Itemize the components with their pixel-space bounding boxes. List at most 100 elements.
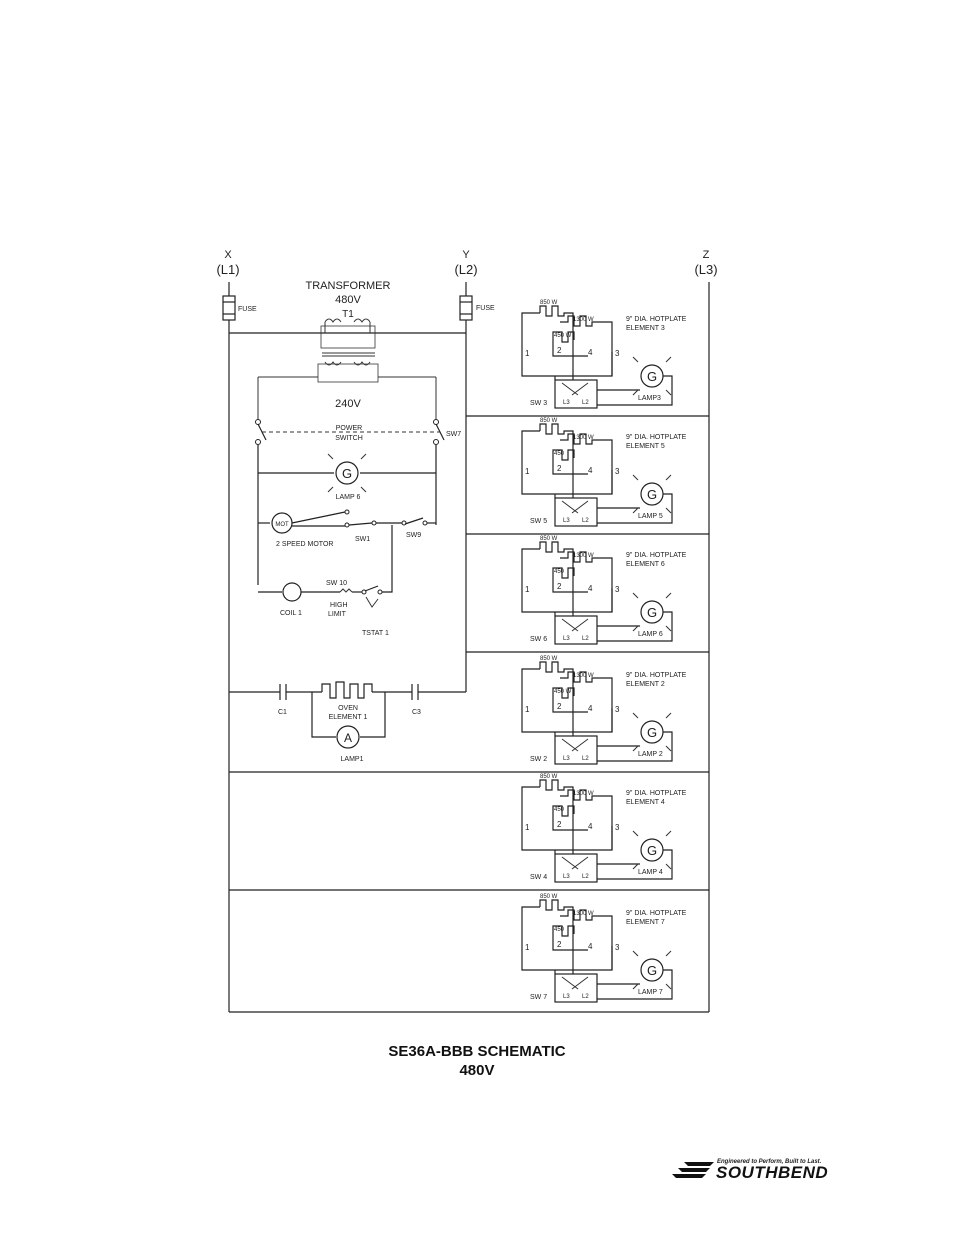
oven-lamp-label: LAMP1 — [341, 756, 364, 763]
hotplate-2-title: 9" DIA. HOTPLATE — [626, 434, 687, 441]
power-switch-label-1: POWER — [336, 425, 362, 432]
sw10-label: SW 10 — [326, 580, 347, 587]
oven-label-1: OVEN — [338, 705, 358, 712]
hotplate-5-t1: 1 — [525, 823, 530, 832]
hotplate-6-element: ELEMENT 7 — [626, 919, 665, 926]
schematic-title: SE36A-BBB SCHEMATIC — [388, 1043, 566, 1060]
hotplate-4-title: 9" DIA. HOTPLATE — [626, 672, 687, 679]
hotplate-3-sw: SW 6 — [530, 636, 547, 643]
oven-circuit: A C1 C3 OVEN ELEMENT 1 LAMP1 — [229, 681, 466, 763]
hotplate-5-l3: L3 — [563, 874, 570, 880]
hotplate-6-title: 9" DIA. HOTPLATE — [626, 910, 687, 917]
hotplate-5-t3: 3 — [615, 823, 620, 832]
hotplate-1-t4: 4 — [588, 348, 593, 357]
hotplate-3-w3: 450 — [554, 569, 565, 575]
hotplate-2-element: ELEMENT 5 — [626, 443, 665, 450]
hotplate-2-w3: 450 — [554, 451, 565, 457]
hotplate-1-w1: 850 W — [540, 300, 558, 306]
line-y-name: (L2) — [454, 262, 477, 277]
hotplate-4-t4: 4 — [588, 704, 593, 713]
hotplate-3-w2: 1300 W — [573, 553, 594, 559]
hotplate-1-element: ELEMENT 3 — [626, 325, 665, 332]
hotplate-1-t2: 2 — [557, 346, 562, 355]
hotplate-5-w1: 850 W — [540, 774, 558, 780]
fuse-x: FUSE — [222, 282, 257, 321]
hotplate-4-w3: 450 W — [554, 689, 572, 695]
hotplate-block-6: 850 W 1300 W 450 1 2 4 3 L3 L2 9" DIA. H… — [521, 894, 687, 1003]
hotplate-5-sw: SW 4 — [530, 874, 547, 881]
hotplate-2-t2: 2 — [557, 464, 562, 473]
hotplate-6-t2: 2 — [557, 940, 562, 949]
hotplate-1-w3: 450 W — [554, 333, 572, 339]
hotplate-4-w2: 1300 W — [573, 673, 594, 679]
hotplate-5-element: ELEMENT 4 — [626, 799, 665, 806]
transformer-secondary-voltage: 240V — [335, 398, 361, 410]
lamp-6-indicator: G LAMP 6 — [258, 453, 436, 501]
hotplate-3-lamp: LAMP 6 — [638, 631, 663, 638]
hotplate-2-lamp: LAMP 5 — [638, 513, 663, 520]
transformer-voltage: 480V — [335, 294, 361, 306]
hotplate-6-lamp-symbol: G — [647, 963, 657, 978]
power-switch-label-2: SWITCH — [335, 435, 363, 442]
hotplate-5-lamp: LAMP 4 — [638, 869, 663, 876]
coil-circuit: COIL 1 SW 10 HIGH LIMIT TSTAT 1 — [258, 525, 393, 637]
bus-lines — [228, 282, 710, 1013]
motor-label: 2 SPEED MOTOR — [276, 541, 333, 548]
power-switch-ref: SW7 — [446, 431, 461, 438]
brand-tagline: Engineered to Perform, Built to Last. — [717, 1159, 822, 1165]
hotplate-4-l2: L2 — [582, 756, 589, 762]
hotplate-6-l3: L3 — [563, 994, 570, 1000]
motor-circuit: MOT 2 SPEED MOTOR SW1 SW9 — [258, 509, 436, 548]
fuse-x-label: FUSE — [238, 306, 257, 313]
hotplate-6-w3: 450 — [554, 927, 565, 933]
hotplate-1-w2: 1300 W — [573, 317, 594, 323]
hotplate-2-t3: 3 — [615, 467, 620, 476]
hotplate-3-t2: 2 — [557, 582, 562, 591]
hotplate-3-lamp-symbol: G — [647, 605, 657, 620]
hotplate-5-lamp-symbol: G — [647, 843, 657, 858]
hotplate-4-w1: 850 W — [540, 656, 558, 662]
line-z-letter: Z — [703, 249, 710, 261]
motor-symbol: MOT — [275, 522, 289, 528]
hotplate-3-l3: L3 — [563, 636, 570, 642]
hotplate-6-t3: 3 — [615, 943, 620, 952]
hotplate-2-w1: 850 W — [540, 418, 558, 424]
hotplate-3-t1: 1 — [525, 585, 530, 594]
line-x-name: (L1) — [216, 262, 239, 277]
hotplate-5-w2: 1300 W — [573, 791, 594, 797]
hotplate-4-lamp-symbol: G — [647, 725, 657, 740]
fuse-y-label: FUSE — [476, 305, 495, 312]
hotplate-1-title: 9" DIA. HOTPLATE — [626, 316, 687, 323]
line-z-name: (L3) — [694, 262, 717, 277]
hotplate-5-l2: L2 — [582, 874, 589, 880]
hotplate-6-sw: SW 7 — [530, 994, 547, 1001]
hotplate-1-lamp-symbol: G — [647, 369, 657, 384]
line-y-letter: Y — [462, 249, 470, 261]
hotplate-3-w1: 850 W — [540, 536, 558, 542]
hotplate-5-title: 9" DIA. HOTPLATE — [626, 790, 687, 797]
high-limit-label-2: LIMIT — [328, 611, 347, 618]
oven-lamp-symbol: A — [344, 731, 352, 745]
hotplate-2-t4: 4 — [588, 466, 593, 475]
hotplate-block-3: 850 W 1300 W 450 1 2 4 3 L3 L2 9" DIA. H… — [521, 536, 687, 645]
brand-name: SOUTHBEND — [716, 1163, 829, 1182]
transformer: TRANSFORMER 480V T1 240V — [257, 280, 437, 420]
hotplate-4-l3: L3 — [563, 756, 570, 762]
hotplate-block-5: 850 W 1300 W 450 1 2 4 3 L3 L2 9" DIA. H… — [521, 774, 687, 883]
hotplate-4-lamp: LAMP 2 — [638, 751, 663, 758]
hotplate-block-1: 850 W 1300 W 450 W 1 2 4 3 L3 L2 9" DIA.… — [521, 300, 687, 409]
hotplate-5-t4: 4 — [588, 822, 593, 831]
oven-label-2: ELEMENT 1 — [329, 714, 368, 721]
hotplate-1-t1: 1 — [525, 349, 530, 358]
hotplate-6-l2: L2 — [582, 994, 589, 1000]
hotplate-4-t2: 2 — [557, 702, 562, 711]
hotplate-4-t3: 3 — [615, 705, 620, 714]
hotplate-6-lamp: LAMP 7 — [638, 989, 663, 996]
hotplate-6-t4: 4 — [588, 942, 593, 951]
hotplate-4-t1: 1 — [525, 705, 530, 714]
high-limit-label-1: HIGH — [330, 602, 348, 609]
hotplate-1-sw: SW 3 — [530, 400, 547, 407]
fuse-y: FUSE — [459, 282, 495, 321]
hotplate-6-w1: 850 W — [540, 894, 558, 900]
hotplate-1-l3: L3 — [563, 400, 570, 406]
